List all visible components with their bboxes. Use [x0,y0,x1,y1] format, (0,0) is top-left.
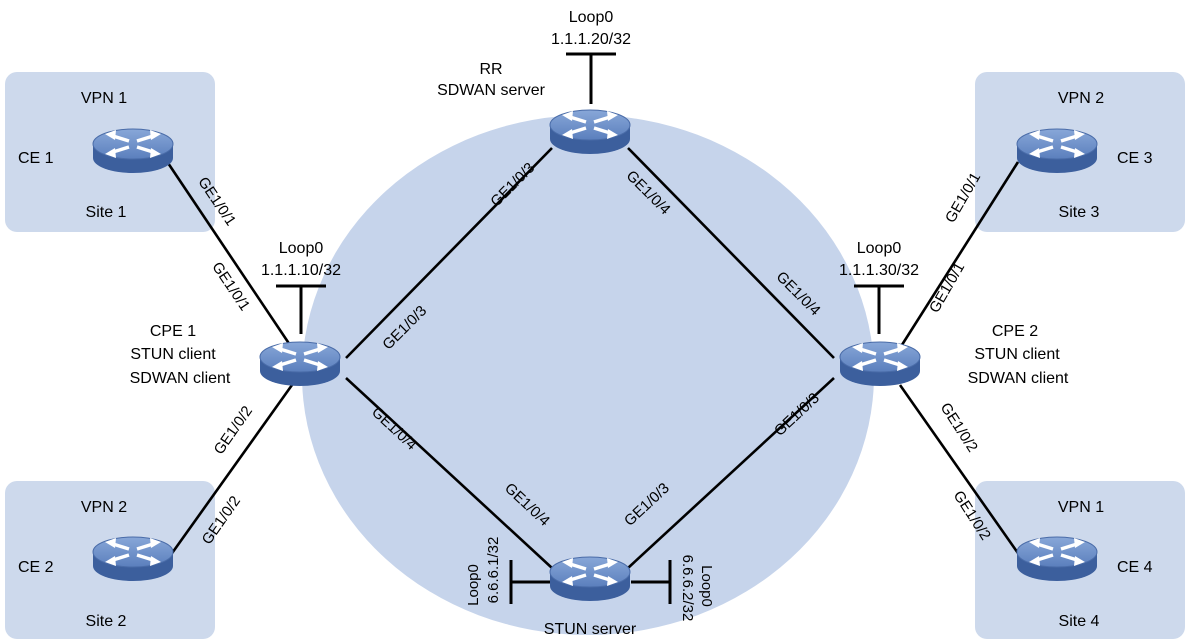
ce3-router-icon [1015,127,1099,175]
cpe1-loop-ip: 1.1.1.10/32 [261,262,341,279]
port-label-cpe2-ce3-side: GE1/0/1 [926,260,968,316]
port-label-cpe1-ce1-side: GE1/0/1 [208,259,253,314]
link-ce3-cpe2 [898,161,1020,349]
ce4-router-icon [1015,535,1099,583]
stun-loop-left-ip: 6.6.6.1/32 [485,537,502,604]
ce2-label: CE 2 [18,559,54,576]
site3-vpn-label: VPN 2 [1058,90,1104,107]
rr-loop-name: Loop0 [569,9,614,26]
stun-server-label: STUN server [544,621,637,638]
stun-loopback-right-stub [631,560,672,604]
cpe2-stun-client-label: STUN client [974,346,1060,363]
stun-loop-right-name: Loop0 [698,565,715,607]
ce1-router-icon [91,127,175,175]
cpe2-loop-ip: 1.1.1.30/32 [839,262,919,279]
cpe1-stun-client-label: STUN client [130,346,216,363]
link-cpe1-stun [345,377,553,569]
cpe2-name-label: CPE 2 [992,323,1038,340]
cpe2-loop-name: Loop0 [857,240,902,257]
link-rr-cpe2 [627,147,835,359]
rr-loopback-stub [566,52,616,104]
ce2-router-icon [91,535,175,583]
cpe1-sdwan-client-label: SDWAN client [130,370,231,387]
link-cpe1-rr [345,147,553,359]
cpe2-router-icon [838,340,922,388]
site1-label: Site 1 [86,204,127,221]
ce3-label: CE 3 [1117,150,1153,167]
sdwan-network-cloud [302,115,874,635]
ce4-label: CE 4 [1117,559,1153,576]
cpe1-loop-name: Loop0 [279,240,324,257]
rr-loop-ip: 1.1.1.20/32 [551,31,631,48]
link-ce1-cpe1 [164,159,294,349]
cpe1-loopback-stub [276,284,326,334]
stun-loop-left-name: Loop0 [465,564,482,606]
stun-loopback-left-stub [509,560,551,604]
stun-loop-right-ip: 6.6.6.2/32 [679,555,696,622]
stun-router-icon [548,555,632,603]
site4-vpn-label: VPN 1 [1058,499,1104,516]
site1-vpn-label: VPN 1 [81,90,127,107]
rr-role-label: RR [479,61,502,78]
rr-router-icon [548,108,632,156]
site3-label: Site 3 [1059,204,1100,221]
rr-server-label: SDWAN server [437,82,546,99]
link-ce2-cpe1 [168,384,294,557]
site2-label: Site 2 [86,613,127,630]
ce1-label: CE 1 [18,150,54,167]
cpe2-loopback-stub [854,284,904,334]
cpe1-router-icon [258,340,342,388]
port-label-cpe1-ce2-side: GE1/0/2 [211,403,256,458]
site2-vpn-label: VPN 2 [81,499,127,516]
cpe1-name-label: CPE 1 [150,323,196,340]
link-ce4-cpe2 [898,384,1022,557]
cpe2-sdwan-client-label: SDWAN client [968,370,1069,387]
site4-label: Site 4 [1059,613,1100,630]
link-stun-cpe2 [627,377,835,569]
